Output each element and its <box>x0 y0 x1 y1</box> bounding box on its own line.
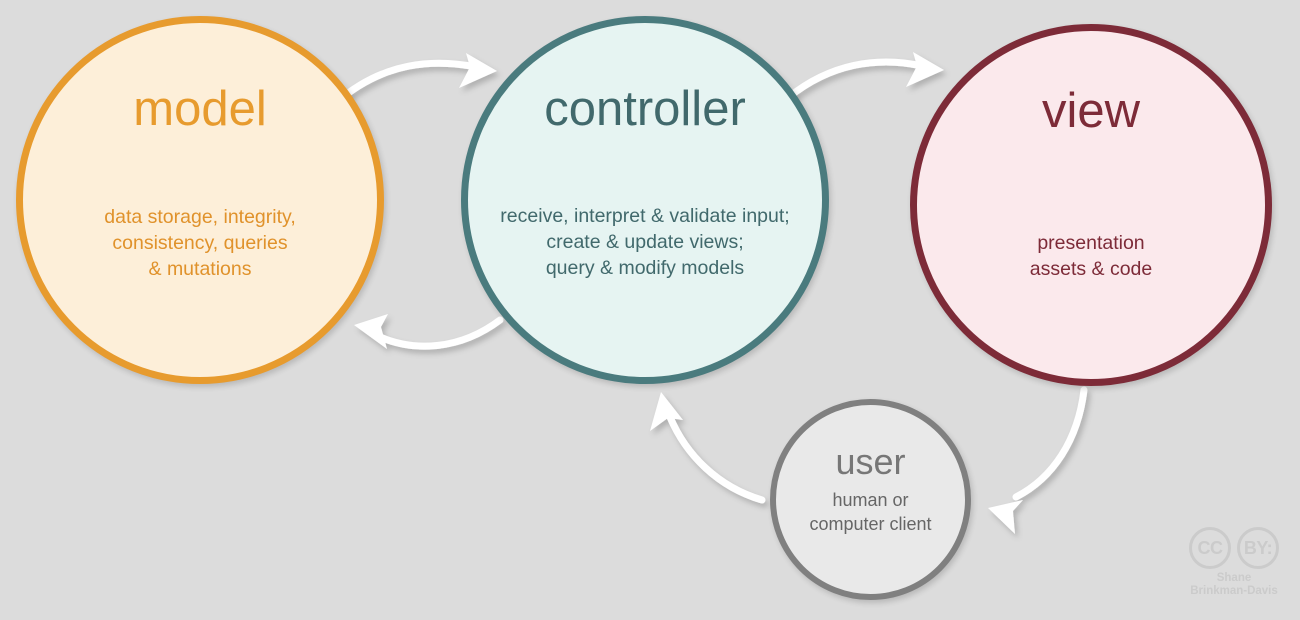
node-model-title: model <box>133 82 267 136</box>
attribution-author: Shane Brinkman-Davis <box>1190 572 1278 598</box>
creative-commons-badge[interactable]: CC BY: Shane Brinkman-Davis <box>1178 527 1290 613</box>
node-user-title: user <box>835 441 906 482</box>
node-model[interactable]: model data storage, integrity,consistenc… <box>16 16 384 384</box>
arrow-model-to-controller <box>339 53 497 101</box>
attribution-line-1: Shane <box>1216 572 1252 584</box>
arrow-view-to-user <box>988 386 1088 534</box>
node-controller-description: receive, interpret & validate input;crea… <box>500 205 790 280</box>
cc-badge-icons: CC BY: <box>1189 527 1279 569</box>
node-controller[interactable]: controller receive, interpret & validate… <box>461 16 829 384</box>
attribution-line-2: Brinkman-Davis <box>1190 584 1278 597</box>
arrow-user-to-controller <box>650 392 766 504</box>
arrow-controller-to-view <box>785 52 944 101</box>
arrow-controller-to-model <box>354 314 504 350</box>
node-controller-title: controller <box>544 82 746 136</box>
cc-by-icon: BY: <box>1237 527 1279 569</box>
node-model-description: data storage, integrity,consistency, que… <box>104 206 296 281</box>
node-view-title: view <box>1041 84 1141 138</box>
cc-icon: CC <box>1189 527 1231 569</box>
